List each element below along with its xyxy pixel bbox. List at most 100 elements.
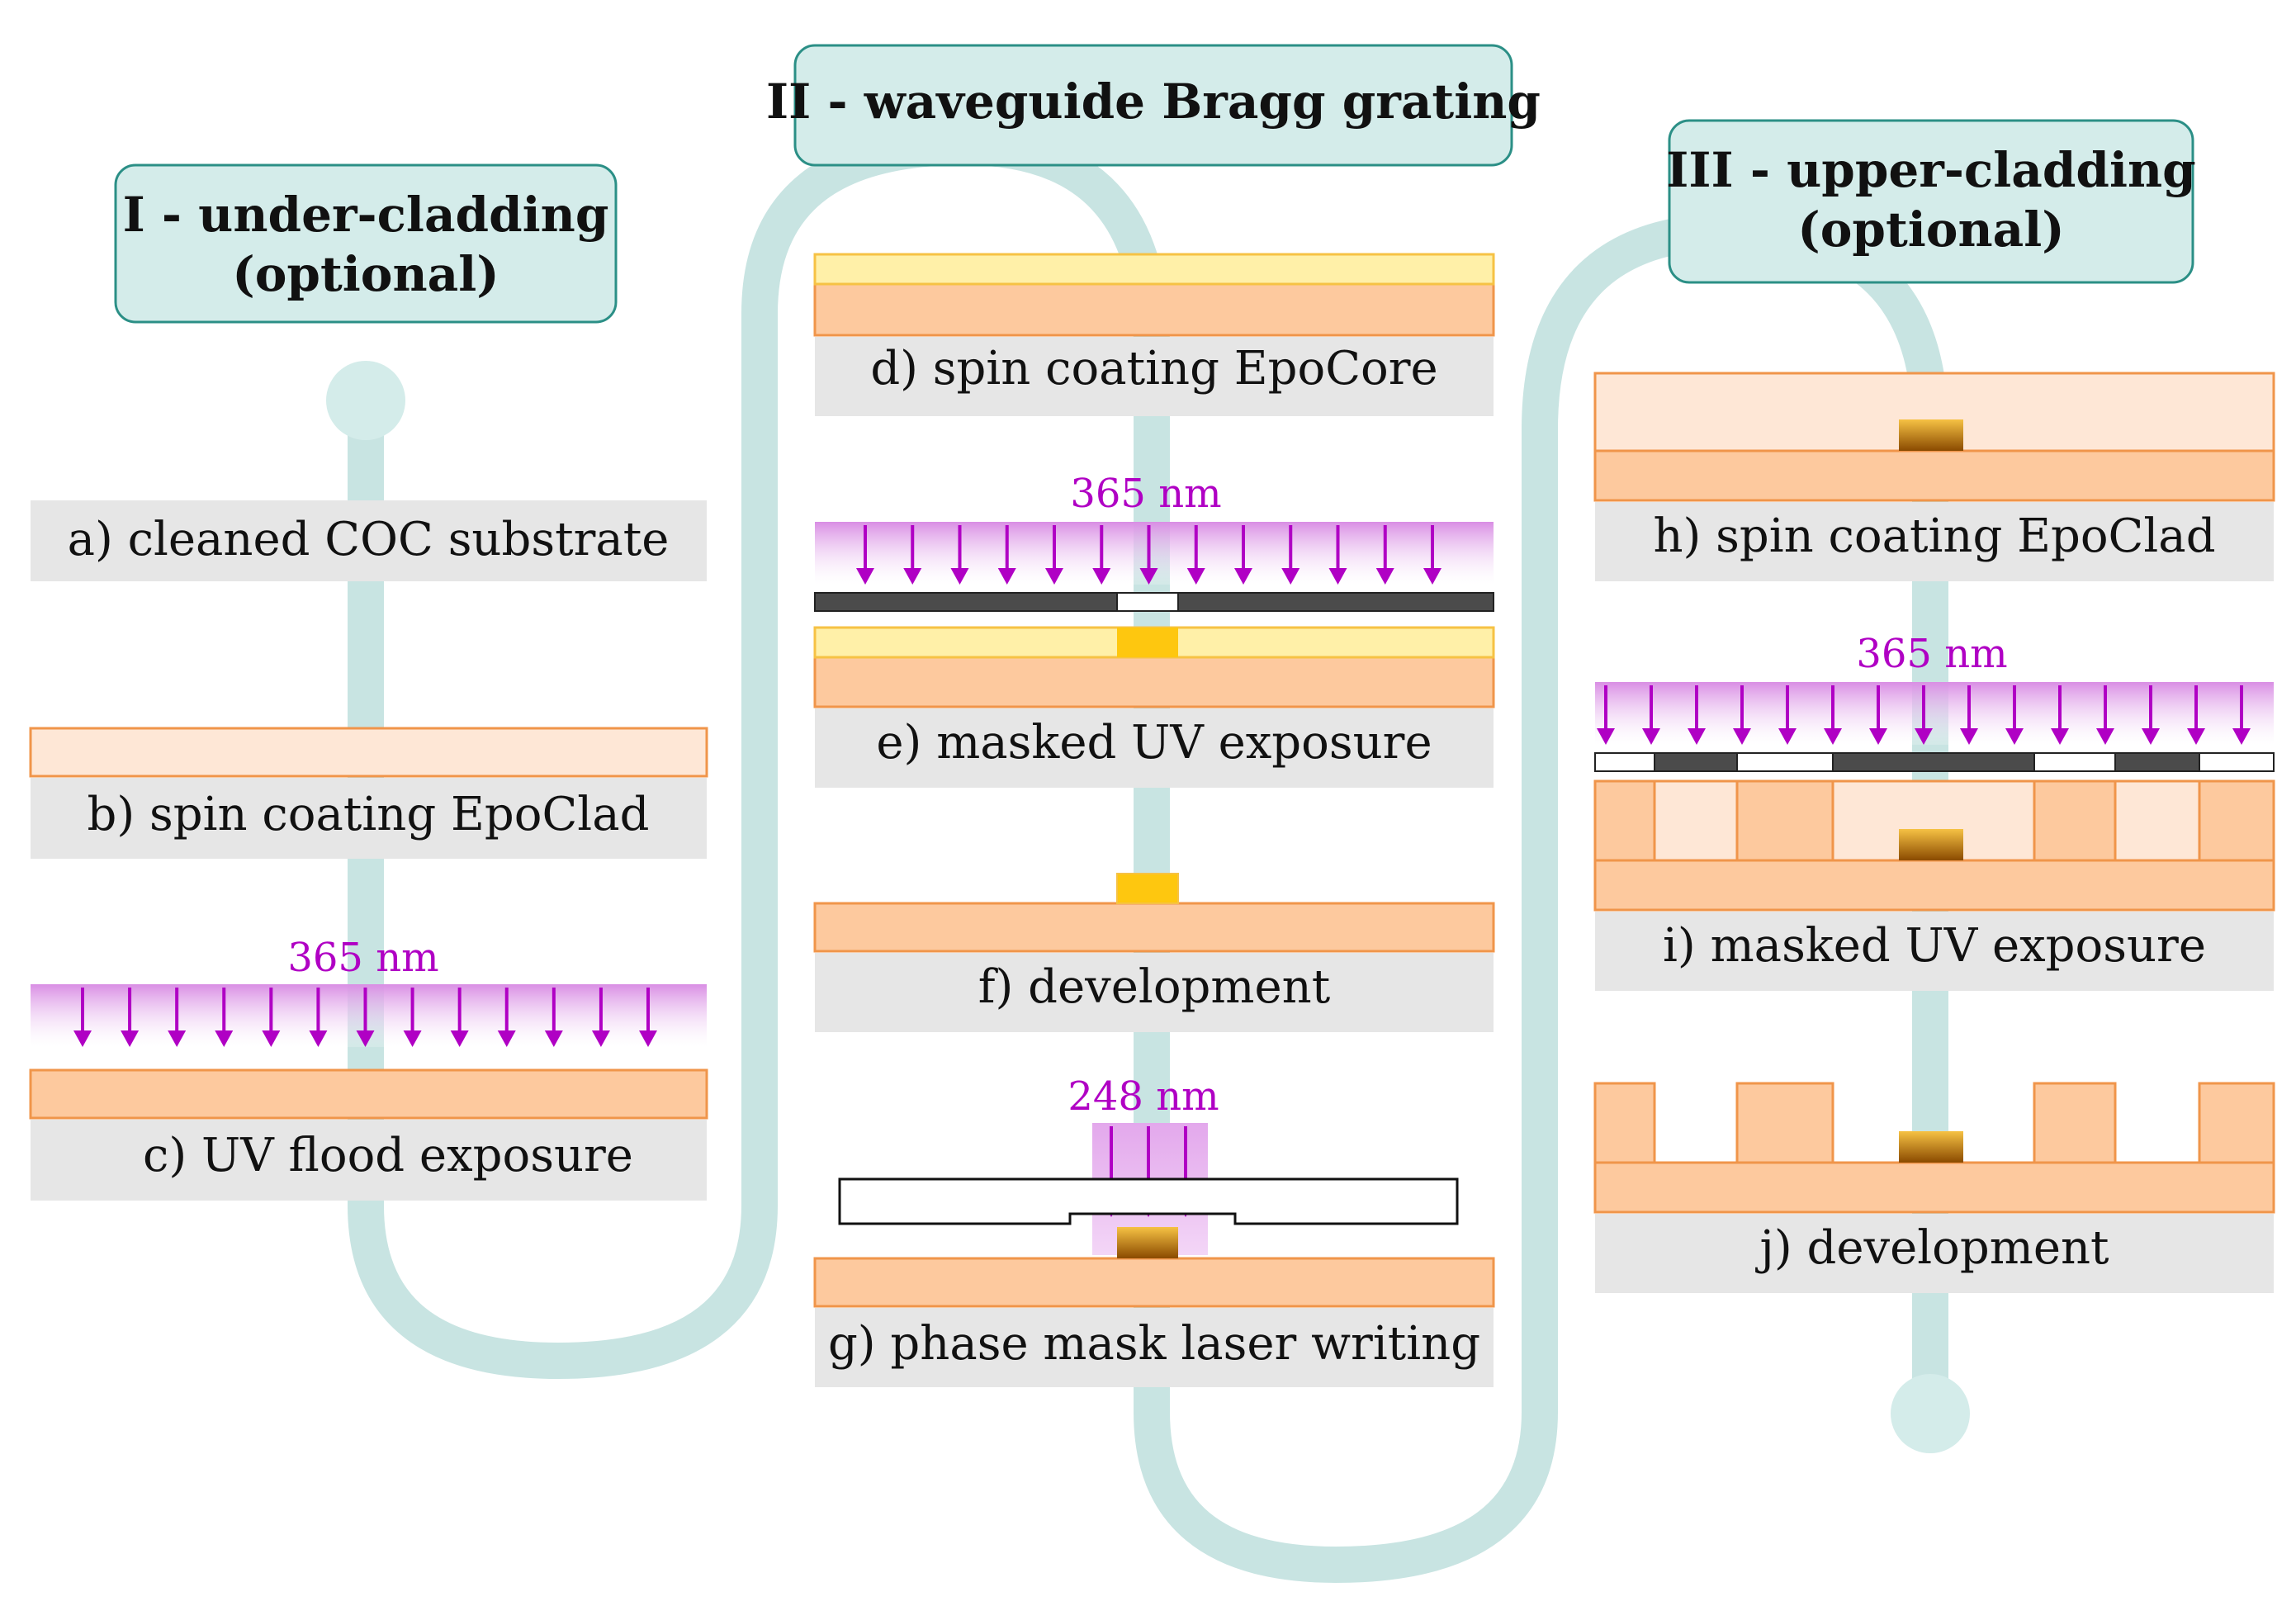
step-b: b) spin coating EpoClad <box>29 727 708 859</box>
uv-arrow-icon <box>856 568 874 585</box>
step-d-caption: d) spin coating EpoCore <box>870 342 1437 396</box>
step-h: h) spin coating EpoClad <box>1593 372 2275 581</box>
photomask <box>1594 752 2275 772</box>
uv-arrow-icon <box>1778 728 1797 745</box>
uv-arrow-icon <box>544 1030 563 1047</box>
uv-arrow-icon <box>1281 568 1300 585</box>
uv-arrow-icon <box>1375 568 1394 585</box>
step-i-caption: i) masked UV exposure <box>1663 919 2206 973</box>
step-f-caption: f) development <box>978 960 1331 1014</box>
bragg-grating-core <box>1117 1227 1178 1258</box>
uv-arrow-icon <box>1869 728 1887 745</box>
wavelength-c: 365 nm <box>287 935 438 981</box>
phase-mask <box>838 1177 1459 1225</box>
uv-arrow-icon <box>1824 728 1842 745</box>
uv-arrow-icon <box>1092 568 1111 585</box>
uv-arrow-icon <box>168 1030 187 1047</box>
uv-arrow-icon <box>121 1030 140 1047</box>
phase1-title-line2: (optional) <box>232 246 499 302</box>
end-dot-icon <box>1891 1374 1970 1453</box>
photomask <box>814 592 1494 612</box>
phase3-title-line1: III - upper-cladding <box>1666 142 2195 198</box>
uv-arrow-icon <box>403 1030 422 1047</box>
uv-arrow-icon <box>1186 568 1205 585</box>
uv-arrow-icon <box>450 1030 469 1047</box>
uv-arrow-icon <box>1139 568 1158 585</box>
cladding-layer <box>1593 449 2275 502</box>
uv-arrow-icon <box>1597 728 1615 745</box>
step-g-caption: g) phase mask laser writing <box>828 1317 1480 1371</box>
step-h-caption: h) spin coating EpoClad <box>1653 509 2215 563</box>
uv-arrow-icon <box>997 568 1016 585</box>
uv-arrow-icon <box>903 568 922 585</box>
uv-arrow-icon <box>262 1030 281 1047</box>
wavelength-i: 365 nm <box>1856 631 2007 677</box>
uv-arrow-icon <box>1234 568 1252 585</box>
step-c: 365 nm c) UV flood exposure <box>29 935 708 1201</box>
step-a: a) cleaned COC substrate <box>31 500 707 581</box>
uv-arrow-icon <box>356 1030 375 1047</box>
epocore-layer <box>813 253 1495 286</box>
cladding-layer <box>813 1257 1495 1308</box>
uv-arrow-icon <box>2005 728 2024 745</box>
start-dot-icon <box>326 361 405 440</box>
step-c-caption: c) UV flood exposure <box>143 1129 633 1182</box>
uv-arrow-icon <box>591 1030 610 1047</box>
bragg-grating-core <box>1899 419 1963 451</box>
uv-arrow-icon <box>1328 568 1347 585</box>
phase3-header: III - upper-cladding (optional) <box>1666 119 2196 284</box>
uv-arrow-icon <box>1423 568 1442 585</box>
step-g: 248 nm g) phase mask laser writing <box>813 1073 1495 1387</box>
uv-arrow-icon <box>950 568 969 585</box>
step-e-caption: e) masked UV exposure <box>876 716 1432 770</box>
uv-arrow-icon <box>1960 728 1978 745</box>
step-j: j) development <box>1593 1082 2275 1293</box>
waveguide-core <box>1116 873 1179 904</box>
epoclad-layer <box>29 727 708 778</box>
uv-arrow-icon <box>2142 728 2160 745</box>
uv-arrow-icon <box>2187 728 2205 745</box>
phase3-title-line2: (optional) <box>1797 201 2064 258</box>
uv-arrow-icon <box>2096 728 2114 745</box>
cladding-layer <box>813 902 1495 953</box>
bragg-grating-core <box>1899 1131 1963 1163</box>
uv-arrow-icon <box>2232 728 2251 745</box>
uv-arrow-icon <box>1688 728 1706 745</box>
uv-arrow-icon <box>639 1030 657 1047</box>
step-d: d) spin coating EpoCore <box>813 253 1495 416</box>
wavelength-g: 248 nm <box>1068 1073 1219 1120</box>
uv-arrows <box>1597 685 2251 745</box>
phase2-header: II - waveguide Bragg grating <box>766 44 1541 167</box>
phase1-header: I - under-cladding (optional) <box>114 163 618 324</box>
uv-light-band <box>1595 682 2274 745</box>
step-a-caption: a) cleaned COC substrate <box>68 513 670 566</box>
upper-cladding-pillars <box>1593 1082 2275 1164</box>
uv-arrow-icon <box>1733 728 1751 745</box>
phase2-title: II - waveguide Bragg grating <box>766 73 1541 130</box>
cladding-layer <box>1593 1161 2275 1214</box>
cladding-layer <box>1593 859 2275 912</box>
uv-arrow-icon <box>497 1030 516 1047</box>
epoclad-layer <box>29 1068 708 1120</box>
uv-arrows <box>73 988 657 1047</box>
uv-arrow-icon <box>73 1030 92 1047</box>
uv-arrow-icon <box>2051 728 2069 745</box>
wavelength-e: 365 nm <box>1070 471 1221 517</box>
uv-arrow-icon <box>1642 728 1660 745</box>
step-b-caption: b) spin coating EpoClad <box>88 788 650 841</box>
uv-arrow-icon <box>1915 728 1933 745</box>
cladding-layer <box>813 656 1495 708</box>
uv-arrow-icon <box>215 1030 234 1047</box>
uv-arrows <box>856 525 1442 585</box>
exposed-core <box>1117 628 1178 657</box>
uv-arrow-icon <box>1045 568 1063 585</box>
step-i: 365 nm i) masked UV exposure <box>1593 631 2275 991</box>
bragg-grating-core <box>1899 829 1963 860</box>
phase1-title-line1: I - under-cladding <box>123 187 609 243</box>
cladding-layer <box>813 282 1495 337</box>
step-f: f) development <box>813 873 1495 1032</box>
step-j-caption: j) development <box>1754 1221 2109 1275</box>
step-e: 365 nm e) masked UV exposure <box>813 471 1495 788</box>
uv-arrow-icon <box>309 1030 328 1047</box>
